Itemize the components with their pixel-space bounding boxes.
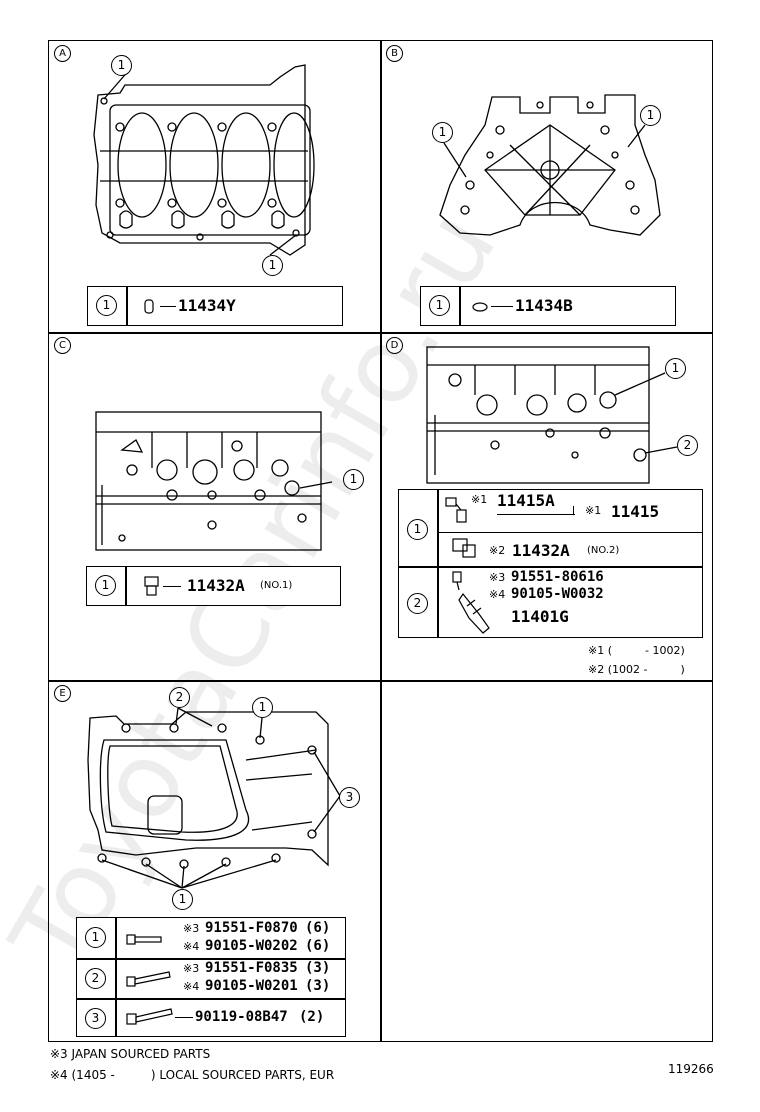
panel-e-r2-qty1: (3)	[305, 960, 331, 976]
panel-a-callout-1-top: 1	[111, 55, 132, 76]
panel-e-r2-part1: 91551-F0835	[205, 960, 298, 976]
panel-d-row2-num: 2	[407, 593, 428, 614]
panel-e-row1-num: 1	[85, 927, 106, 948]
footnote-1: ※3 JAPAN SOURCED PARTS	[50, 1047, 211, 1061]
panel-e-parts-table: 1 ※3 91551-F0870 (6) ※4 90105-W0202 (6) …	[76, 917, 346, 1037]
figure-number: 119266	[668, 1062, 714, 1076]
bolt-icon	[126, 934, 162, 945]
panel-d-r1-part3-suffix: (NO.2)	[587, 545, 620, 556]
panel-d-r1-part2: 11415	[611, 502, 660, 521]
panel-d-r1-part3: 11432A	[512, 541, 570, 560]
sensor-icon	[452, 538, 476, 558]
panel-d-parts-table: 1 ※1 11415A ※1 11415 ※2 11432A (NO.2) 2 …	[398, 489, 703, 638]
panel-a-parts-table: 1 11434Y	[87, 286, 343, 326]
panel-c-label: C	[54, 337, 71, 354]
grid-divider-row2	[48, 680, 713, 682]
panel-c-engine-block-side-drawing	[95, 411, 333, 551]
panel-a-label: A	[54, 45, 71, 62]
panel-d-r2-mark2: ※4	[489, 588, 506, 601]
panel-e-callout-1-bottom: 1	[172, 889, 193, 910]
panel-e-row2-num: 2	[85, 968, 106, 989]
panel-d-r1-part1: 11415A	[497, 491, 555, 510]
panel-c-row-num: 1	[95, 575, 116, 596]
panel-d-r2-part2: 90105-W0032	[511, 586, 604, 602]
panel-b-row-num: 1	[429, 295, 450, 316]
panel-e-r1-part2: 90105-W0202	[205, 938, 298, 954]
panel-e-r3-part1: 90119-08B47	[195, 1009, 288, 1025]
panel-d-r1-mark2: ※1	[585, 504, 602, 517]
panel-e-callout-2: 2	[169, 687, 190, 708]
panel-d-row1-num: 1	[407, 519, 428, 540]
panel-b-label: B	[386, 45, 403, 62]
panel-d-callout-1: 1	[665, 358, 686, 379]
grid-divider-row1	[48, 332, 713, 334]
panel-e-r1-mark2: ※4	[183, 940, 200, 953]
panel-a-row-num: 1	[96, 295, 117, 316]
panel-e-r3-qty1: (2)	[299, 1009, 325, 1025]
panel-d-note-1: ※1 ( - 1002)	[588, 644, 685, 657]
panel-c-parts-table: 1 11432A (NO.1)	[86, 566, 341, 606]
sensor-icon	[445, 497, 467, 523]
pin-icon	[472, 302, 488, 312]
panel-e-r2-mark1: ※3	[183, 962, 200, 975]
panel-d-note-2: ※2 (1002 - )	[588, 663, 685, 676]
panel-b-parts-table: 1 11434B	[420, 286, 676, 326]
footnote-2: ※4 (1405 - ) LOCAL SOURCED PARTS, EUR	[50, 1068, 335, 1082]
panel-b-callout-1-right: 1	[640, 105, 661, 126]
panel-d-callout-2: 2	[677, 435, 698, 456]
panel-e-r2-qty2: (3)	[305, 978, 331, 994]
panel-c-part-suffix: (NO.1)	[260, 580, 293, 591]
pin-icon	[144, 299, 154, 314]
panel-e-row3-num: 3	[85, 1008, 106, 1029]
panel-e-r1-qty1: (6)	[305, 920, 331, 936]
panel-b-callout-1-left: 1	[432, 122, 453, 143]
panel-a-engine-block-drawing	[93, 64, 315, 256]
grid-divider-vertical	[380, 40, 382, 1042]
panel-d-r2-mark1: ※3	[489, 571, 506, 584]
panel-e-oil-pan-drawing	[87, 707, 341, 889]
panel-d-engine-block-side-drawing	[426, 346, 678, 484]
panel-c-part-number: 11432A	[187, 576, 245, 595]
knock-sensor-icon	[452, 571, 490, 634]
panel-e-r2-part2: 90105-W0201	[205, 978, 298, 994]
panel-d-r1-mark3: ※2	[489, 544, 506, 557]
bolt-icon	[126, 1008, 173, 1025]
panel-e-r1-mark1: ※3	[183, 922, 200, 935]
panel-e-r1-part1: 91551-F0870	[205, 920, 298, 936]
panel-e-r2-mark2: ※4	[183, 980, 200, 993]
panel-d-label: D	[386, 337, 403, 354]
panel-d-r2-part1: 91551-80616	[511, 569, 604, 585]
panel-a-part-number: 11434Y	[178, 296, 236, 315]
plug-icon	[144, 576, 159, 596]
panel-d-r2-part3: 11401G	[511, 607, 569, 626]
panel-e-r1-qty2: (6)	[305, 938, 331, 954]
panel-b-engine-block-end-drawing	[439, 94, 661, 236]
panel-d-r1-mark1: ※1	[471, 493, 488, 506]
panel-c-callout-1: 1	[343, 469, 364, 490]
panel-b-part-number: 11434B	[515, 296, 573, 315]
panel-a-callout-1-bottom: 1	[262, 255, 283, 276]
panel-e-callout-1-top: 1	[252, 697, 273, 718]
panel-e-callout-3: 3	[339, 787, 360, 808]
bolt-icon	[126, 971, 171, 987]
panel-e-label: E	[54, 685, 71, 702]
